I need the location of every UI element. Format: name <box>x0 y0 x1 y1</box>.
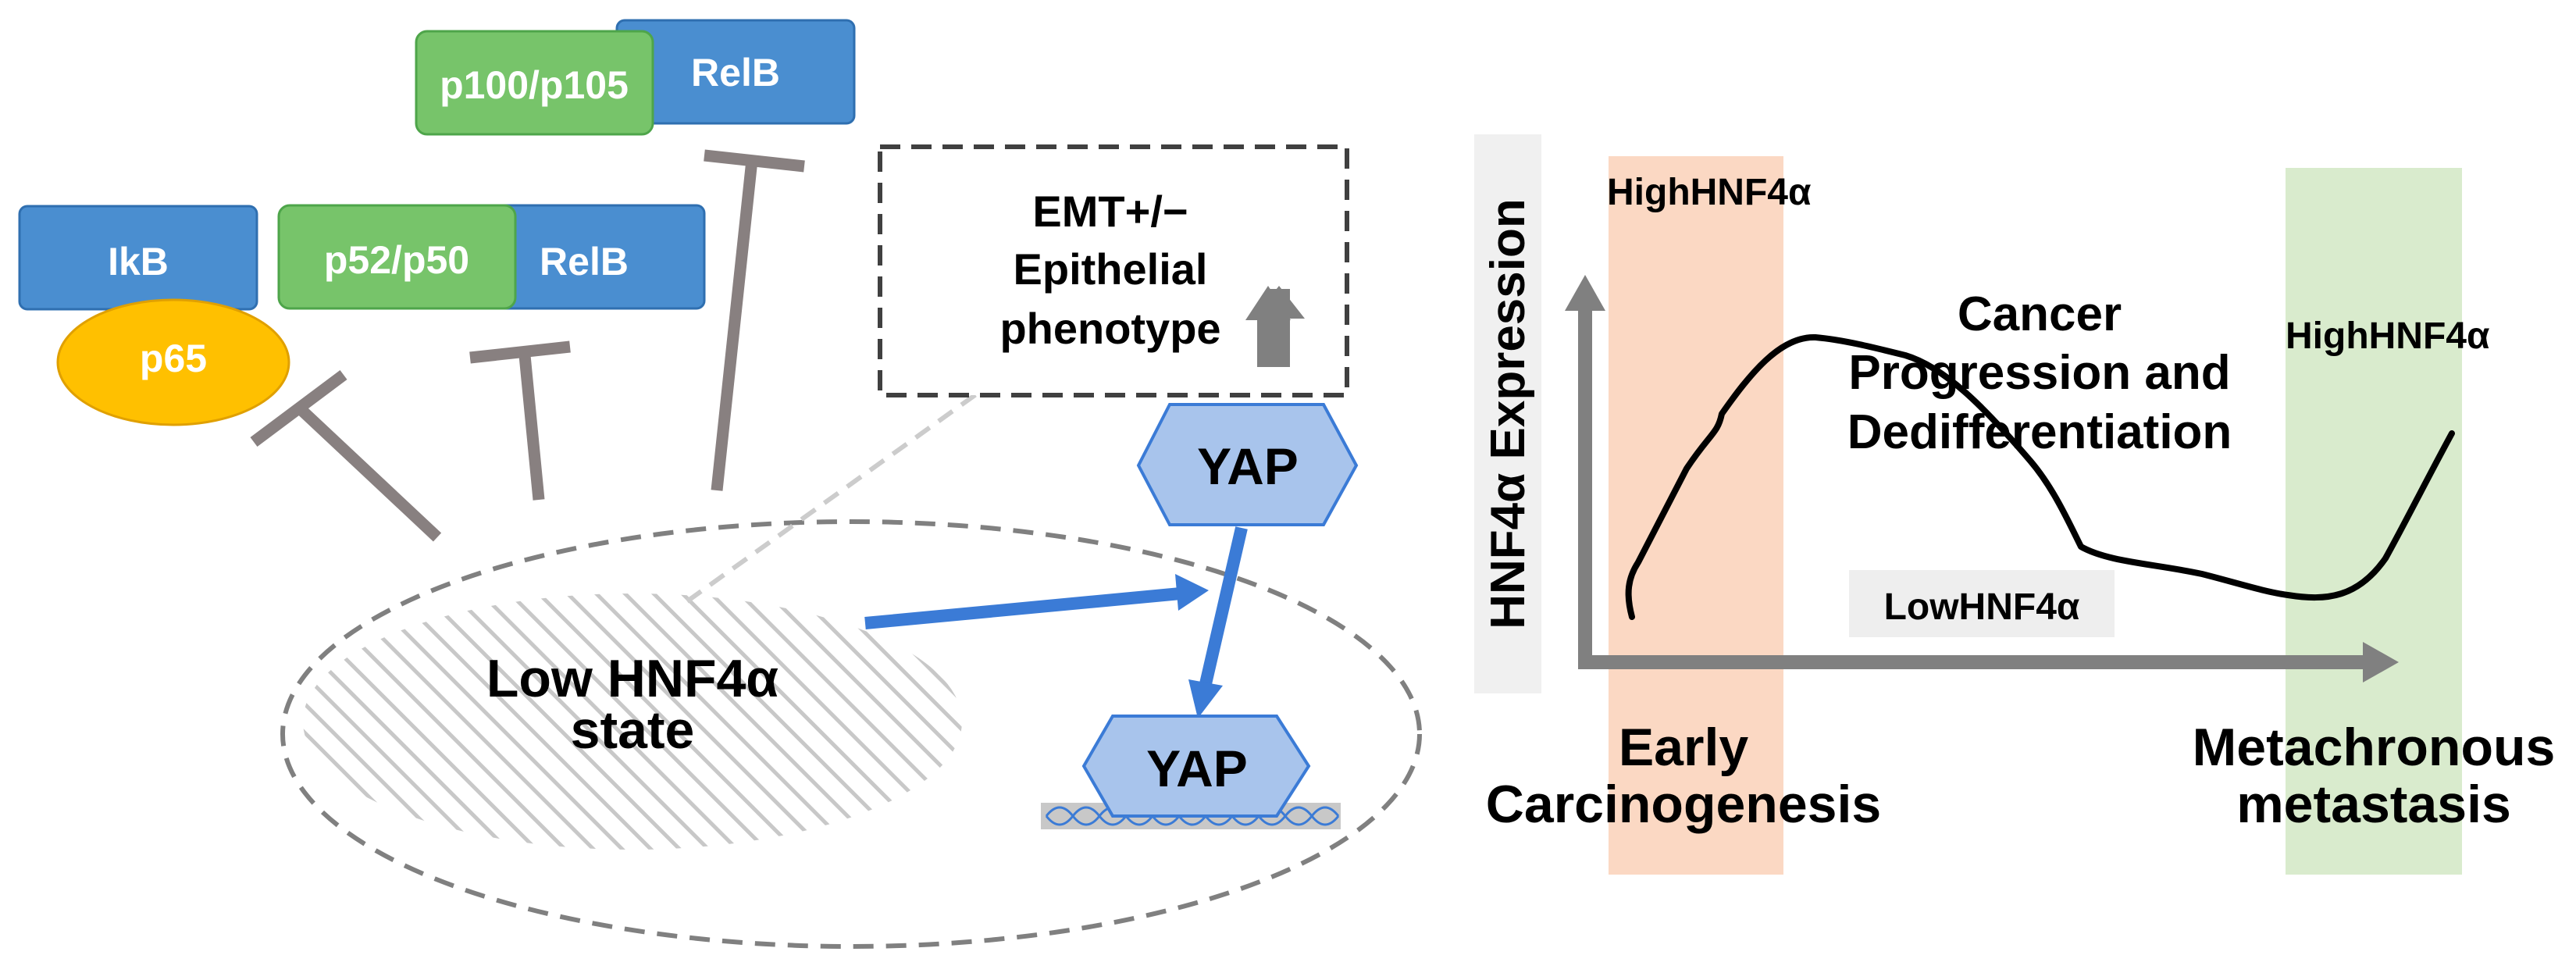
inhibitor-p52-p50 <box>469 340 571 501</box>
inhibitor-ikb <box>250 369 442 542</box>
emt-line-3: phenotype <box>999 304 1220 353</box>
hnf4a-expression-curve <box>1625 333 2455 620</box>
up-arrow-icon-shape <box>1253 286 1305 367</box>
early-label-line-1: Early <box>1619 718 1749 777</box>
y-axis-label: HNF4α Expression <box>1481 198 1535 629</box>
yap-lower-label: YAP <box>1146 740 1248 797</box>
progression-line-2: Progression and <box>1848 346 2230 400</box>
yap-upper-label: YAP <box>1197 437 1299 495</box>
yap-upper-hexagon <box>1136 403 1359 526</box>
state-label-line-1: Low HNF4α <box>486 649 779 708</box>
meta-label-line-2: metastasis <box>2236 775 2511 834</box>
p65-oval <box>56 298 290 426</box>
left-panel: IkB p65 p52/p50 RelB p100/p105 RelB EMT+… <box>18 19 1422 949</box>
inhibitor-p100-p105 <box>704 149 805 491</box>
high-hnf4a-right-label: HighHNF4α <box>2286 315 2490 357</box>
low-hnf4a-state-region <box>303 593 962 850</box>
high-hnf4a-left-label: HighHNF4α <box>1607 172 1812 213</box>
metastasis-phase-band <box>2286 168 2462 875</box>
relb-upper-label: RelB <box>691 51 780 94</box>
early-phase-band <box>1609 156 1783 875</box>
early-label-line-2: Carcinogenesis <box>1486 775 1881 834</box>
state-label-line-2: state <box>571 700 695 760</box>
progression-line-1: Cancer <box>1958 287 2122 341</box>
p100-p105-label: p100/p105 <box>440 63 629 107</box>
y-axis <box>1565 275 1605 669</box>
emt-line-2: Epithelial <box>1014 244 1208 294</box>
low-hnf4a-label: LowHNF4α <box>1884 586 2080 628</box>
x-axis <box>1578 642 2399 683</box>
progression-line-3: Dedifferentiation <box>1847 405 2232 459</box>
meta-label-line-1: Metachronous <box>2193 718 2556 777</box>
y-axis-label-background <box>1474 134 1541 693</box>
state-to-emt-connector <box>686 392 978 604</box>
state-to-yap-arrow <box>864 574 1209 629</box>
p52-p50-box <box>277 204 517 310</box>
p52-p50-label: p52/p50 <box>324 238 469 282</box>
p100-p105-box <box>415 30 654 136</box>
yap-lower-hexagon <box>1081 715 1311 818</box>
right-panel: HNF4α Expression HighHNF4α HighHNF4α Low… <box>1474 134 2555 875</box>
yap-to-nucleus-arrow <box>1188 526 1248 718</box>
low-hnf4a-label-background <box>1849 570 2115 637</box>
emt-line-1: EMT+/− <box>1032 187 1188 236</box>
ikb-label: IkB <box>108 240 169 283</box>
cell-outline <box>280 519 1422 949</box>
relb-lower-label: RelB <box>540 240 629 283</box>
p65-label: p65 <box>140 337 207 380</box>
